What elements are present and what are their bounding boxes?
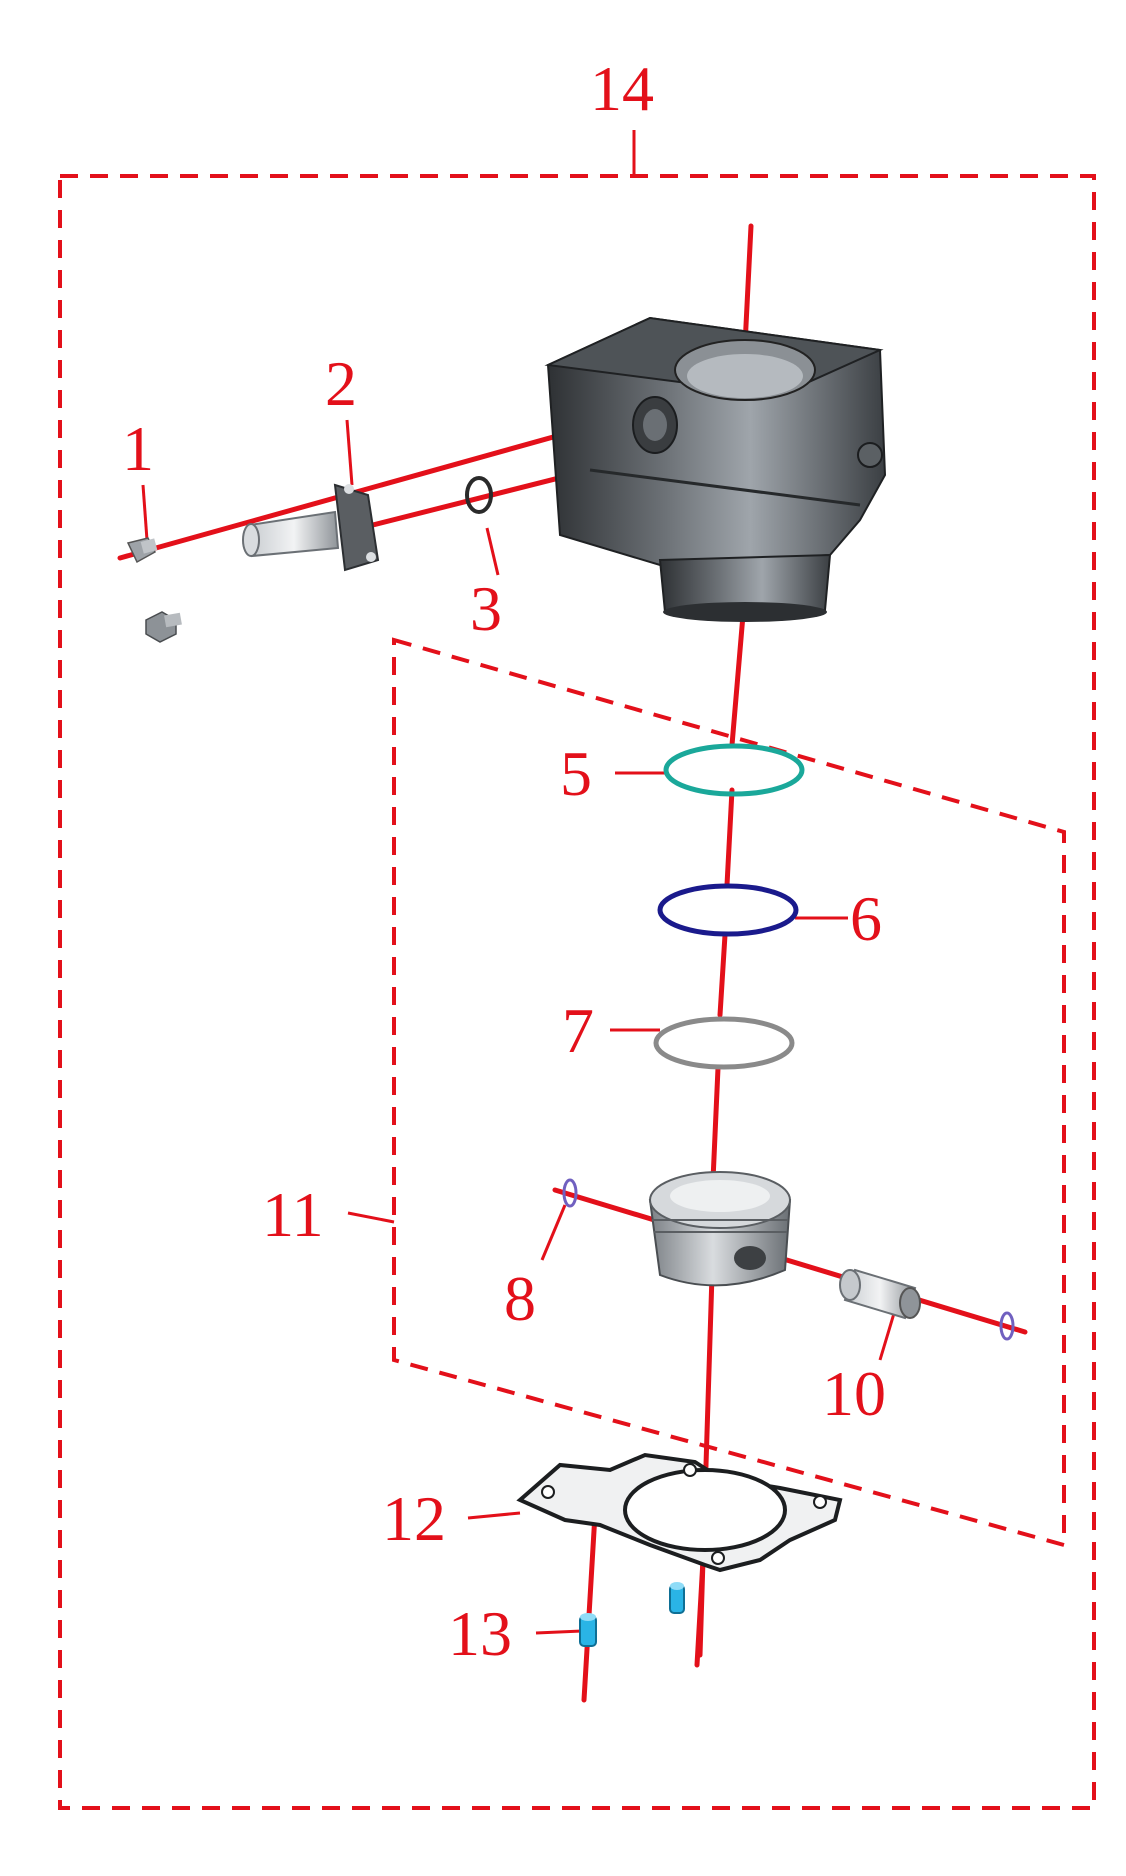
leader-13 bbox=[535, 1629, 583, 1635]
ring-axis-3 bbox=[710, 1065, 721, 1183]
callout-7: 7 bbox=[562, 995, 594, 1066]
pin-axis bbox=[552, 1187, 1028, 1335]
bolt-icon bbox=[126, 537, 158, 564]
circlip-icon bbox=[999, 1311, 1015, 1341]
callout-5: 5 bbox=[560, 738, 592, 809]
dowel-pin-icon bbox=[579, 1613, 597, 1647]
callout-1: 1 bbox=[122, 413, 154, 484]
ring-axis-2 bbox=[717, 932, 728, 1018]
piston-ring-icon bbox=[657, 883, 799, 937]
callout-14: 14 bbox=[590, 53, 654, 124]
callout-2: 2 bbox=[325, 348, 357, 419]
leader-1 bbox=[141, 484, 149, 541]
dowel-pin-icon bbox=[669, 1582, 685, 1614]
leader-8 bbox=[540, 1204, 567, 1261]
piston-pin-icon bbox=[839, 1268, 921, 1320]
leader-11 bbox=[347, 1211, 395, 1224]
callout-13: 13 bbox=[448, 1598, 512, 1669]
dowel-axis-right bbox=[694, 1557, 706, 1668]
gasket-icon bbox=[516, 1452, 843, 1573]
piston-ring-icon bbox=[663, 743, 805, 797]
ring-axis-1 bbox=[724, 787, 735, 888]
assembly-11-boundary bbox=[392, 637, 1066, 1548]
callout-8: 8 bbox=[504, 1263, 536, 1334]
circlip-icon bbox=[562, 1178, 578, 1208]
leader-10 bbox=[878, 1309, 897, 1361]
callout-12: 12 bbox=[382, 1483, 446, 1554]
assembly-14-boundary bbox=[58, 174, 1096, 1810]
callout-11: 11 bbox=[262, 1179, 324, 1250]
piston-ring-icon bbox=[653, 1016, 795, 1070]
bolt-icon bbox=[145, 611, 182, 643]
intake-pipe-icon bbox=[242, 483, 380, 572]
leader-12 bbox=[467, 1511, 521, 1520]
o-ring-icon bbox=[465, 476, 493, 514]
cylinder-axis-lower bbox=[729, 612, 746, 748]
leader-3 bbox=[485, 527, 500, 576]
piston-icon bbox=[648, 1171, 792, 1287]
cylinder-block-icon bbox=[544, 316, 887, 622]
callout-6: 6 bbox=[850, 883, 882, 954]
leader-2 bbox=[345, 419, 354, 486]
callout-3: 3 bbox=[470, 573, 502, 644]
callout-10: 10 bbox=[822, 1358, 886, 1429]
